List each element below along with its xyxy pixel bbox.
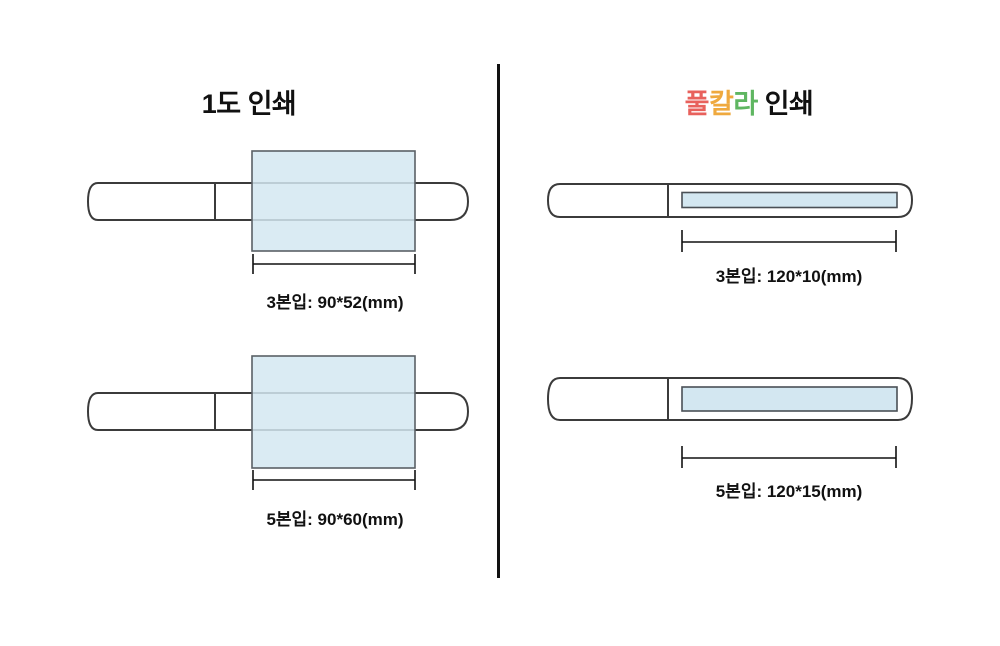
print-area-rect — [681, 386, 898, 412]
title-syllable-3: 라 — [733, 89, 758, 119]
left-figure-2-caption: 5본입: 90*60(mm) — [266, 510, 404, 529]
print-area-rect — [251, 355, 416, 469]
right-figure-2-dimension — [681, 446, 897, 468]
panel-divider — [497, 64, 500, 578]
left-panel-title: 1도 인쇄 — [201, 89, 297, 119]
left-figure-1-dimension — [252, 254, 416, 274]
right-figure-1-diagram — [546, 183, 914, 218]
left-figure-1-diagram — [86, 150, 470, 252]
right-figure-1-dimension — [681, 230, 897, 252]
left-figure-1-caption: 3본입: 90*52(mm) — [266, 293, 404, 312]
title-syllable-1: 풀 — [684, 89, 710, 119]
right-figure-1-caption: 3본입: 120*10(mm) — [715, 267, 863, 286]
title-syllable-4: 인쇄 — [757, 89, 814, 119]
title-syllable-2: 칼 — [708, 89, 734, 119]
right-figure-2-caption: 5본입: 120*15(mm) — [715, 482, 863, 501]
left-figure-2-dimension — [252, 470, 416, 490]
right-figure-2-diagram — [546, 377, 914, 421]
right-panel-title: 풀칼라 인쇄 — [498, 82, 1000, 121]
left-figure-2-diagram — [86, 355, 470, 469]
print-area-rect — [251, 150, 416, 252]
print-area-rect — [681, 191, 898, 209]
